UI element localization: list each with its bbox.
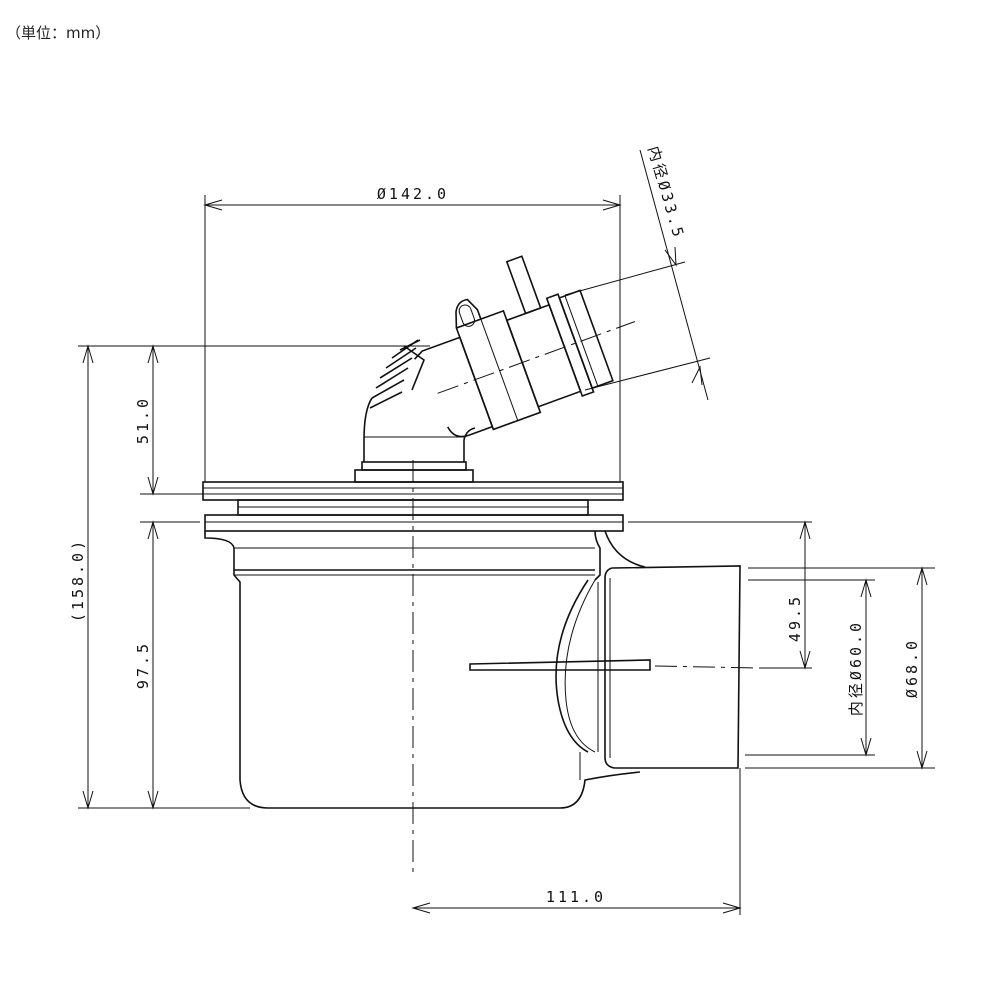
bellows bbox=[369, 339, 425, 409]
dim-label: 97.5 bbox=[134, 641, 152, 689]
dim-top-diameter: Ø142.0 bbox=[203, 185, 622, 482]
dim-body-height: 97.5 bbox=[134, 520, 200, 810]
dim-outlet-center-height: 49.5 bbox=[628, 520, 812, 670]
dim-total-height: (158.0) bbox=[69, 344, 250, 810]
dim-label: 111.0 bbox=[546, 888, 606, 906]
elbow-fitting bbox=[354, 255, 636, 483]
dim-label: 内径Ø33.5 bbox=[644, 144, 688, 241]
dim-outlet-horizontal: 111.0 bbox=[411, 768, 742, 915]
dim-outlet-inner-diameter: 内径Ø60.0 bbox=[745, 578, 875, 757]
dim-label: 49.5 bbox=[786, 594, 804, 642]
top-flange bbox=[202, 481, 624, 532]
dim-elbow-height: 51.0 bbox=[134, 344, 430, 496]
dim-outlet-outer-diameter: Ø68.0 bbox=[745, 566, 935, 770]
dim-elbow-inner-diameter: 内径Ø33.5 bbox=[564, 144, 711, 401]
dim-label: 51.0 bbox=[134, 396, 152, 444]
dim-label: (158.0) bbox=[69, 538, 87, 622]
outlet-pipe bbox=[469, 565, 761, 769]
trap-body bbox=[204, 530, 646, 809]
dim-label: Ø142.0 bbox=[377, 185, 449, 203]
dimensions: Ø142.0 内径Ø33.5 51.0 (158.0) bbox=[69, 144, 935, 915]
dim-label: Ø68.0 bbox=[903, 638, 921, 698]
dim-label: 内径Ø60.0 bbox=[847, 620, 865, 716]
unit-note: （単位：mm） bbox=[6, 24, 111, 42]
